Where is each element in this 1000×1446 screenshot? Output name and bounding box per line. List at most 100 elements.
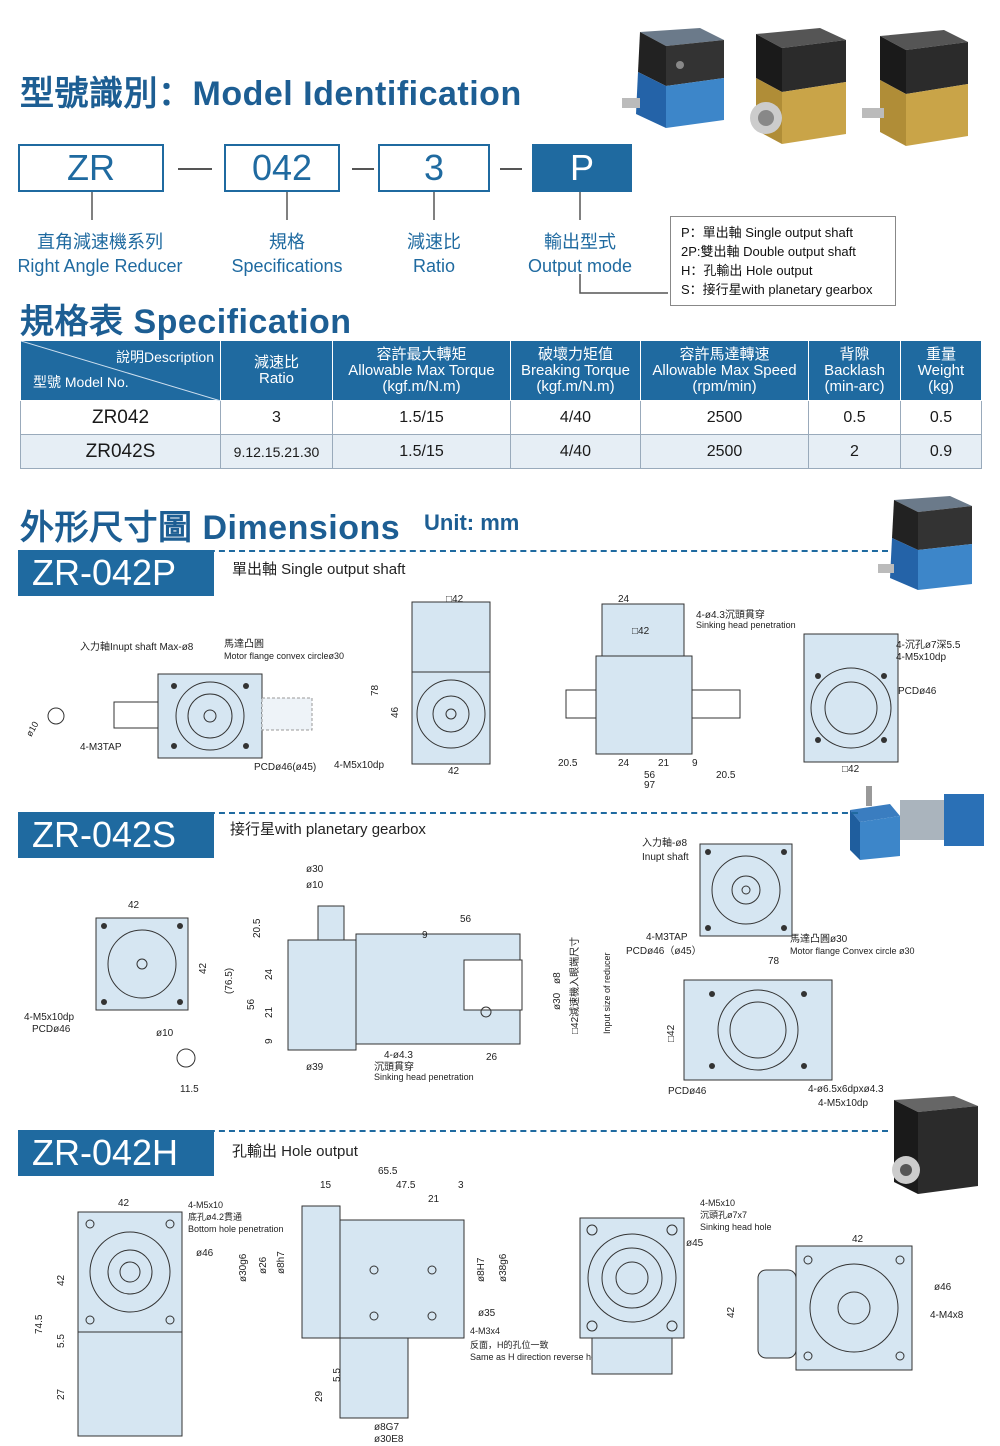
- svg-text:21: 21: [658, 758, 670, 769]
- svg-text:□42: □42: [842, 764, 860, 775]
- svg-text:ø10: ø10: [306, 880, 324, 891]
- col-en: Backlash: [824, 361, 885, 379]
- dimensions-title: 外形尺寸圖 Dimensions: [20, 509, 401, 547]
- note-h-bottom-en: Bottom hole penetration: [188, 1224, 284, 1234]
- table-cell: 1.5/15: [332, 400, 511, 435]
- svg-text:11.5: 11.5: [180, 1084, 199, 1095]
- svg-text:65.5: 65.5: [378, 1166, 398, 1177]
- note-motor-flange-zh: 馬達凸圓: [224, 638, 264, 650]
- note-s-sink-en: Sinking head penetration: [374, 1072, 474, 1082]
- label-series-en: Right Angle Reducer: [17, 256, 183, 276]
- output-option-p: P：單出軸 Single output shaft: [681, 225, 853, 240]
- note-s-motor-flange-en: Motor flange Convex circle ø30: [790, 946, 915, 956]
- col-zh: 破壞力矩值: [537, 345, 613, 363]
- note-input-shaft: 入力軸Inupt shaft Max-ø8: [80, 640, 194, 653]
- svg-text:29: 29: [314, 1390, 325, 1402]
- drawing-042s: 42 42 4-M5x10dp PCDø46 ø10 11.5 ø30 ø10 …: [24, 836, 915, 1109]
- svg-text:78: 78: [768, 956, 780, 967]
- svg-text:ø8H7: ø8H7: [476, 1257, 487, 1282]
- svg-text:ø8h7: ø8h7: [276, 1251, 287, 1274]
- svg-text:56: 56: [246, 998, 257, 1010]
- section-divider: [18, 550, 888, 552]
- col-unit: (kgf.m/N.m): [536, 377, 615, 395]
- note-h-m4: 4-M4x8: [930, 1310, 964, 1321]
- svg-text:ø8: ø8: [552, 972, 563, 984]
- table-cell: 2: [808, 434, 901, 469]
- dim-sq42: □42: [446, 594, 464, 605]
- svg-text:ø39: ø39: [306, 1062, 324, 1073]
- code-separator: [500, 168, 522, 170]
- output-option-2p: 2P:雙出軸 Double output shaft: [681, 244, 856, 259]
- table-cell: 0.5: [900, 400, 982, 435]
- svg-text:74.5: 74.5: [34, 1314, 45, 1334]
- label-spec-zh: 規格: [269, 232, 305, 252]
- svg-text:21: 21: [264, 1006, 275, 1018]
- svg-text:(76.5): (76.5): [224, 968, 235, 994]
- specification-title: 規格表 Specification: [20, 303, 352, 341]
- note-sinking: 4-ø4.3沉頭貫穿: [696, 608, 765, 621]
- svg-text:46: 46: [390, 706, 401, 718]
- svg-text:ø30E8: ø30E8: [374, 1434, 404, 1444]
- product-photo-gold-shaft: [862, 30, 968, 146]
- svg-text:9: 9: [692, 758, 698, 769]
- label-series-zh: 直角減速機系列: [37, 232, 163, 252]
- spec-header-description: 說明Description: [115, 349, 214, 365]
- col-en: Ratio: [258, 369, 295, 387]
- model-tag-042h: ZR-042H: [18, 1130, 214, 1176]
- output-option-h: H：孔輸出 Hole output: [681, 263, 813, 278]
- code-box-series: ZR: [18, 144, 164, 192]
- table-cell: 2500: [640, 434, 809, 469]
- note-s-sink-zh: 沉頭貫穿: [374, 1060, 414, 1073]
- spec-header-model: 型號 Model No.: [33, 374, 129, 390]
- product-photo-s: [850, 786, 984, 860]
- svg-text:3: 3: [458, 1180, 464, 1191]
- unit-label: Unit: mm: [424, 510, 520, 535]
- col-en: Allowable Max Speed: [652, 361, 797, 379]
- col-en: Allowable Max Torque: [348, 361, 495, 379]
- svg-text:21: 21: [428, 1194, 440, 1205]
- svg-text:20.5: 20.5: [716, 770, 736, 781]
- col-zh: 容許最大轉矩: [376, 345, 467, 363]
- label-spec: 規格 Specifications: [210, 230, 364, 278]
- svg-text:27: 27: [56, 1388, 67, 1400]
- svg-text:ø10: ø10: [156, 1028, 174, 1039]
- product-photo-blue: [622, 28, 724, 128]
- svg-text:ø30: ø30: [306, 864, 324, 875]
- note-h-m5: 4-M5x10: [188, 1200, 223, 1210]
- table-row: ZR042 3 1.5/15 4/40 2500 0.5 0.5: [20, 400, 982, 435]
- col-zh: 減速比: [253, 353, 299, 371]
- label-ratio: 減速比 Ratio: [374, 230, 494, 278]
- svg-text:47.5: 47.5: [396, 1180, 416, 1191]
- svg-text:42: 42: [198, 962, 209, 974]
- model-tag-042p: ZR-042P: [18, 550, 214, 596]
- svg-text:ø35: ø35: [478, 1308, 496, 1319]
- note-s-holes: 4-ø6.5x6dpxø4.3: [808, 1084, 884, 1095]
- note-counterbore: 4-沉孔ø7深5.5: [896, 638, 961, 651]
- col-unit: (kgf.m/N.m): [382, 377, 461, 395]
- spec-header-corner: 說明Description 型號 Model No.: [20, 340, 221, 401]
- label-ratio-en: Ratio: [412, 256, 456, 276]
- note-s-input-size: □42減速機入眼端尺寸: [568, 937, 581, 1034]
- svg-text:24: 24: [264, 968, 275, 980]
- note-s-input-en: Inupt shaft: [642, 852, 689, 863]
- svg-text:20.5: 20.5: [558, 758, 578, 769]
- note-s-pcd: PCDø46（ø45）: [626, 945, 702, 957]
- note-h-reverse-en: Same as H direction reverse hole: [470, 1352, 603, 1362]
- drawing-042h: 42 4-M5x10 底孔ø4.2貫通 Bottom hole penetrat…: [34, 1166, 964, 1444]
- svg-text:56: 56: [460, 914, 472, 925]
- code-box-spec: 042: [224, 144, 340, 192]
- section-divider: [18, 812, 858, 814]
- svg-text:9: 9: [422, 930, 428, 941]
- table-cell: 2500: [640, 400, 809, 435]
- col-unit: (kg): [928, 377, 954, 395]
- svg-text:ø10: ø10: [24, 720, 40, 738]
- svg-text:42: 42: [448, 766, 460, 777]
- note-s-holes2: 4-M5x10dp: [818, 1098, 868, 1109]
- model-desc-042h: 孔輸出 Hole output: [232, 1143, 358, 1160]
- code-box-ratio: 3: [378, 144, 490, 192]
